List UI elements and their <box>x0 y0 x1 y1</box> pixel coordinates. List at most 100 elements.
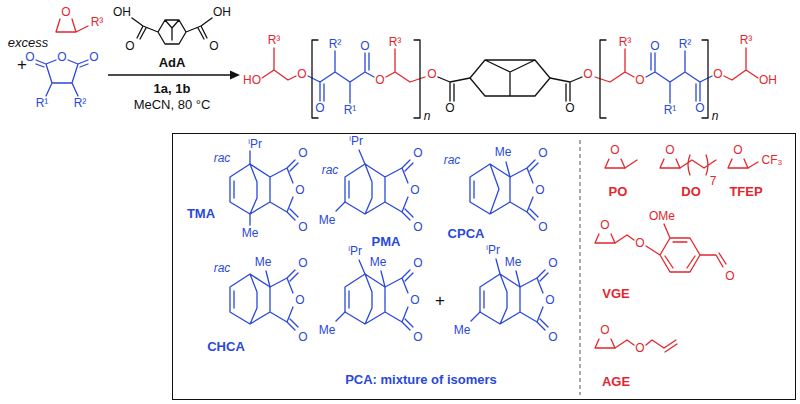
structure-label: O <box>635 237 644 249</box>
structure-label: R² <box>329 38 342 50</box>
structure-label: O <box>298 331 307 343</box>
structure-label: O <box>25 51 34 63</box>
epoxide-bonds <box>56 19 88 32</box>
structure-label: OH <box>113 6 131 18</box>
structure-label: O <box>695 102 704 114</box>
structure-label: R² <box>679 38 692 50</box>
substituent-bonds <box>250 150 520 321</box>
structure-label: O <box>548 331 557 343</box>
structure-label: R³ <box>740 34 753 46</box>
structure-label: ⁱPr <box>486 244 500 256</box>
structure-label: R³ <box>268 34 281 46</box>
structure-label: O <box>295 294 304 306</box>
structure-label: n <box>424 110 431 122</box>
structure-label: O <box>583 68 592 80</box>
structure-label: O <box>298 147 307 159</box>
structure-label: O <box>209 40 218 52</box>
ada-bonds <box>132 18 212 44</box>
tfep-structure <box>728 159 748 168</box>
product-right-half <box>550 40 758 118</box>
structure-label: 1a, 1b <box>154 82 191 95</box>
structure-label: Me <box>242 227 259 239</box>
structure-label: Me <box>495 146 512 158</box>
pma-structure <box>345 160 413 220</box>
structure-label: + <box>435 292 445 309</box>
structure-label: OMe <box>649 210 675 222</box>
structure-label: CF₃ <box>762 154 783 166</box>
structure-label: O <box>413 221 422 233</box>
structure-label: O <box>57 51 66 63</box>
structure-label: O <box>125 40 134 52</box>
structure-label: Me <box>370 256 387 268</box>
structure-label: OH <box>213 6 231 18</box>
structure-label: n <box>712 110 719 122</box>
structure-label: O <box>295 184 304 196</box>
structure-label: R³ <box>91 16 104 28</box>
structure-label: R³ <box>619 36 632 48</box>
structure-label: rac <box>214 152 231 164</box>
compound-name: DO <box>681 185 701 198</box>
structure-label: O <box>650 40 659 52</box>
compound-name: AGE <box>602 375 630 388</box>
reaction-arrow <box>108 74 232 75</box>
structure-label: R¹ <box>344 104 357 116</box>
structure-label: Me <box>319 214 336 226</box>
structure-label: ⁱPr <box>349 135 363 147</box>
structure-label: O <box>725 270 734 282</box>
compound-name: CHCA <box>207 340 245 353</box>
structure-label: O <box>89 51 98 63</box>
compound-name: TFEP <box>729 185 762 198</box>
structure-label: O <box>298 221 307 233</box>
structure-label: Me <box>319 324 336 336</box>
structure-label: O <box>538 147 547 159</box>
product-left-half <box>262 40 470 118</box>
structure-label: O <box>297 68 306 80</box>
structure-label: ⁱPr <box>348 245 362 257</box>
structure-label: R³ <box>389 36 402 48</box>
structure-label: ⁱPr <box>248 138 262 150</box>
structure-label: O <box>635 74 644 86</box>
structure-label: O <box>600 219 609 231</box>
do-structure <box>660 159 680 168</box>
structure-label: O <box>535 184 544 196</box>
structure-label: AdA <box>159 56 186 69</box>
structure-label: R² <box>74 97 87 109</box>
structure-label: 7 <box>710 175 717 187</box>
structure-label: Me <box>505 256 522 268</box>
structure-label: O <box>610 144 619 156</box>
age-structure <box>595 339 615 348</box>
compound-name: CPCA <box>448 227 485 240</box>
structure-label: R¹ <box>36 97 49 109</box>
structure-label: rac <box>214 262 231 274</box>
structure-label: O <box>413 257 422 269</box>
structure-label: O <box>713 68 722 80</box>
structure-label: O <box>635 342 644 354</box>
structure-label: O <box>298 257 307 269</box>
structure-label: O <box>427 68 436 80</box>
vge-structure <box>595 234 615 243</box>
structure-label: excess <box>8 36 48 49</box>
anhydride-bonds <box>36 60 88 96</box>
structure-label: O <box>413 331 422 343</box>
structure-label: O <box>410 184 419 196</box>
structure-label: O <box>413 147 422 159</box>
chca-structure <box>230 270 298 330</box>
structure-label: O <box>375 74 384 86</box>
compound-name: PCA: mixture of isomers <box>345 373 497 386</box>
cpca-structure <box>470 160 538 220</box>
structure-label: O <box>360 40 369 52</box>
divider <box>580 140 581 395</box>
structure-label: O <box>665 144 674 156</box>
structure-label: OH <box>759 74 777 86</box>
structure-label: O <box>548 257 557 269</box>
structure-label: Me <box>454 324 471 336</box>
structure-label: O <box>600 324 609 336</box>
pca-structure <box>345 270 413 330</box>
structure-label: rac <box>444 154 461 166</box>
structure-label: MeCN, 80 °C <box>134 98 211 111</box>
tma-structure <box>230 160 298 220</box>
structure-label: O <box>733 144 742 156</box>
compound-name: VGE <box>602 287 629 300</box>
